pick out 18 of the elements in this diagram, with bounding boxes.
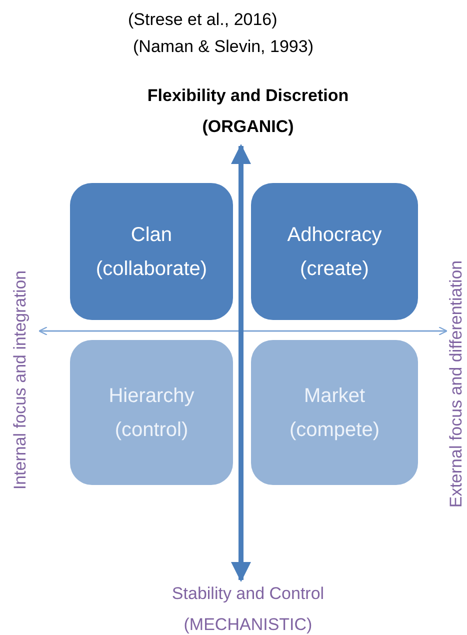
quadrant-box [70,340,233,485]
axis-label: Flexibility and Discretion (ORGANIC) [146,85,350,138]
quadrant-subtitle: (collaborate) [96,256,208,282]
quadrant-title: Hierarchy [108,384,194,408]
citation: (Strese et al., 2016) [128,10,278,30]
axis-label: Stability and Control (MECHANISTIC) [170,583,326,635]
quadrant-title: Clan [130,222,172,248]
quadrant-box [70,183,233,320]
quadrant-subtitle: (control) [114,418,188,442]
axis-label: Internal focus and integration [10,270,30,490]
citation: (Naman & Slevin, 1993) [133,37,314,57]
quadrant-box [251,183,418,320]
quadrant-title: Market [304,384,366,408]
quadrant-subtitle: (compete) [289,418,380,442]
axis-label: External focus and differentiation [446,260,466,508]
quadrant-subtitle: (create) [300,256,369,282]
quadrant-box [251,340,418,485]
quadrant-title: Adhocracy [287,222,382,248]
